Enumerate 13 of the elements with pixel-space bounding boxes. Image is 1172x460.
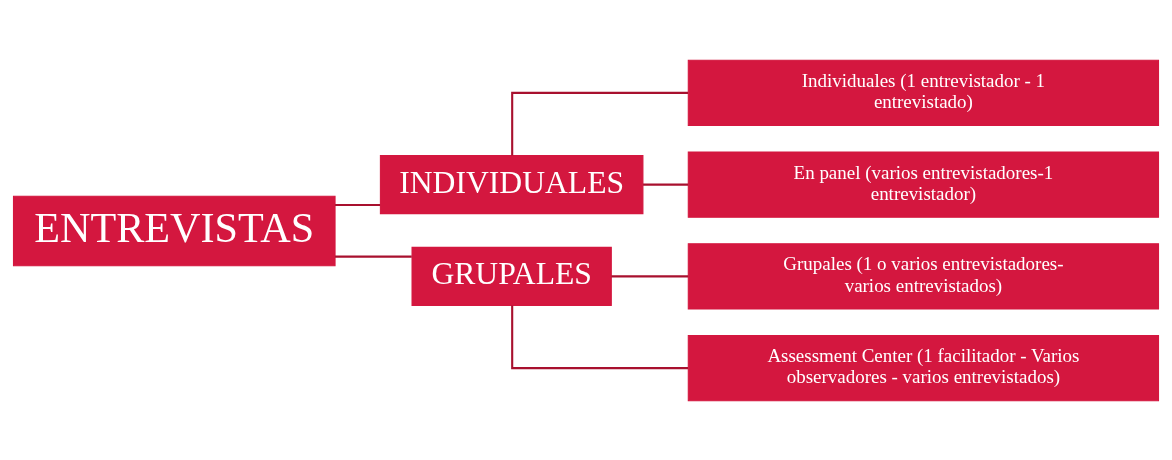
node-box: Individuales (1 entrevistador - 1 entrevistado) [687,59,1160,126]
connector [335,203,381,206]
node-box: ENTREVISTAS [12,195,336,266]
connector [643,183,689,186]
node-box: GRUPALES [411,246,612,306]
connector [335,255,412,258]
node-box: Assessment Center (1 facilitador - Varios observadores - varios entrevistados) [687,334,1160,401]
node-box: En panel (varios entrevistadores-1 entrevistador) [687,150,1160,218]
node-box: INDIVIDUALES [379,154,644,214]
connector [511,91,689,156]
connector [511,304,689,369]
node-box: Grupales (1 o varios entrevistadores-varios entrevistados) [687,242,1160,310]
connector [611,274,689,277]
